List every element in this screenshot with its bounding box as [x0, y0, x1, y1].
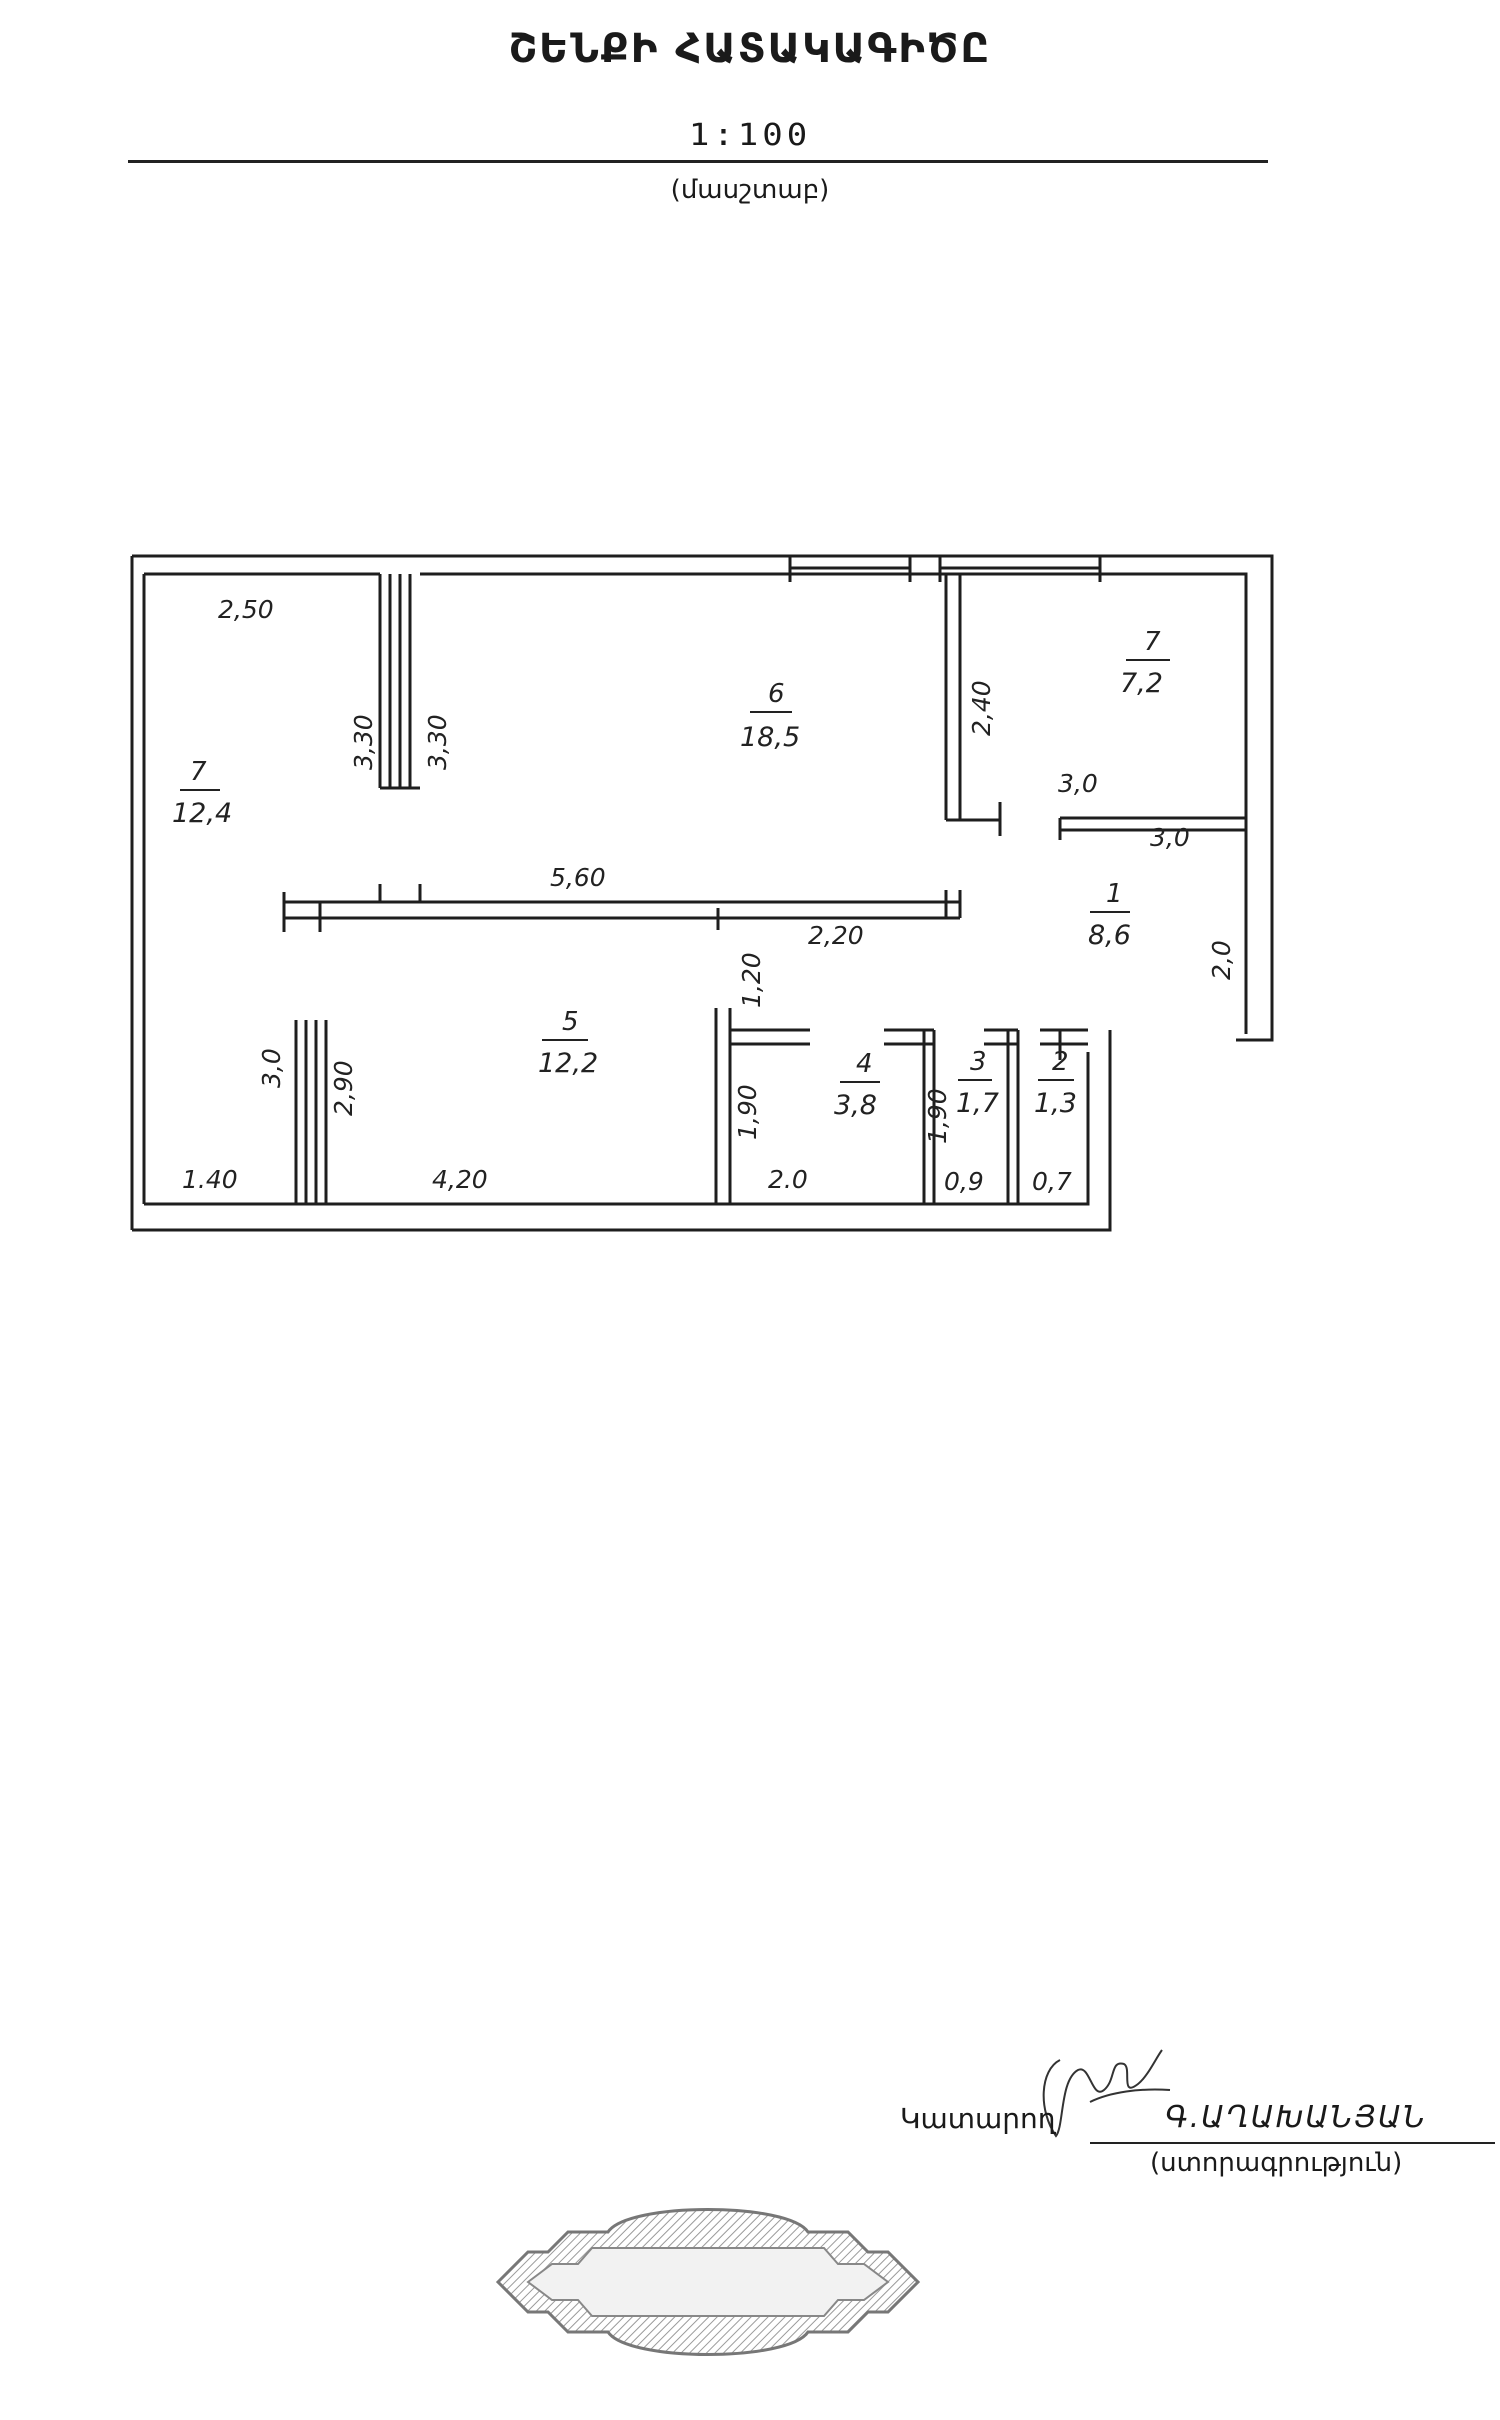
- signature-line: [1090, 2142, 1495, 2144]
- dim-2-0-vertical: 2,0: [1207, 940, 1236, 980]
- page-title: ՇԵՆՔԻ ՀԱՏԱԿԱԳԻԾԸ: [508, 26, 992, 72]
- room-6-number: 6: [768, 679, 785, 709]
- dim-2-50: 2,50: [218, 595, 274, 624]
- dim-5-60: 5,60: [550, 863, 606, 892]
- outer-wall-left: [130, 556, 146, 1230]
- signature-caption: (ստորագրություն): [1150, 2148, 1403, 2178]
- dim-1-90-b: 1,90: [923, 1088, 952, 1144]
- room-5-number: 5: [562, 1007, 579, 1037]
- room-2-area: 1,3: [1034, 1088, 1077, 1119]
- dimension-labels: 2,50 3,30 3,30 2,40 3,0 3,0 5,60 2,20 1,…: [182, 595, 1236, 1196]
- outer-wall-top-inner: [144, 572, 1248, 1034]
- stamp-seal: [495, 2208, 921, 2356]
- dim-1-40: 1.40: [182, 1165, 238, 1194]
- scale-underline: [128, 160, 1268, 163]
- room-8-number: 7: [190, 757, 207, 787]
- room-6-area: 18,5: [740, 722, 800, 753]
- dim-1-20: 1,20: [737, 952, 766, 1008]
- dim-4-20: 4,20: [432, 1165, 488, 1194]
- room-7-number: 7: [1144, 627, 1161, 657]
- performer-name: Գ.ԱՂԱԽԱՆՅԱՆ: [1165, 2100, 1427, 2135]
- dim-2-0: 2.0: [768, 1165, 808, 1194]
- room-2-number: 2: [1052, 1047, 1069, 1077]
- dim-2-40: 2,40: [967, 680, 996, 736]
- room-1-area: 8,6: [1088, 920, 1131, 951]
- wall-3-2: [984, 1028, 1020, 1204]
- dim-3-0-left: 3,0: [257, 1048, 286, 1088]
- signature-image: [1042, 2049, 1171, 2138]
- dim-3-30-left: 3,30: [349, 714, 378, 770]
- scale-value: 1:100: [688, 117, 812, 153]
- outer-wall-bottom: [132, 1030, 1112, 1232]
- room-7-area: 7,2: [1120, 668, 1163, 699]
- room-1-number: 1: [1106, 879, 1123, 909]
- wall-5-4: [714, 1008, 810, 1204]
- dim-2-90: 2,90: [329, 1060, 358, 1116]
- dim-3-30-right: 3,30: [423, 714, 452, 770]
- wall-5-left: [294, 1020, 328, 1204]
- dim-2-20: 2,20: [808, 921, 864, 950]
- room-3-area: 1,7: [956, 1088, 999, 1119]
- scale-caption: (մասշտաբ): [670, 175, 830, 205]
- room-5-area: 12,2: [538, 1048, 598, 1079]
- dim-0-9: 0,9: [944, 1167, 984, 1196]
- wall-4-3: [884, 1028, 936, 1204]
- window-top-2: [938, 556, 1102, 582]
- dim-1-90-a: 1,90: [733, 1084, 762, 1140]
- dim-0-7: 0,7: [1032, 1167, 1072, 1196]
- room-8-area: 12,4: [172, 798, 232, 829]
- floor-plan: 7 12,4 6 18,5 7 7,2 1 8,6 5 12,2 4 3,8 3…: [130, 554, 1274, 1232]
- dim-3-0-top: 3,0: [1058, 769, 1098, 798]
- outer-wall-top: [132, 554, 1274, 1042]
- wall-corridor: [282, 884, 962, 932]
- wall-7-1: [1058, 816, 1246, 840]
- room-3-number: 3: [970, 1047, 987, 1077]
- wall-2-right: [1040, 1028, 1088, 1060]
- plan-walls: [130, 554, 1274, 1232]
- performer-label: Կատարող: [900, 2102, 1056, 2135]
- wall-8-6: [378, 574, 420, 790]
- window-top-1: [788, 556, 912, 582]
- room-4-number: 4: [856, 1049, 873, 1079]
- room-labels: 7 12,4 6 18,5 7 7,2 1 8,6 5 12,2 4 3,8 3…: [172, 627, 1170, 1121]
- dim-3-0-bottom: 3,0: [1150, 823, 1190, 852]
- room-4-area: 3,8: [834, 1090, 877, 1121]
- wall-6-7: [944, 574, 1002, 836]
